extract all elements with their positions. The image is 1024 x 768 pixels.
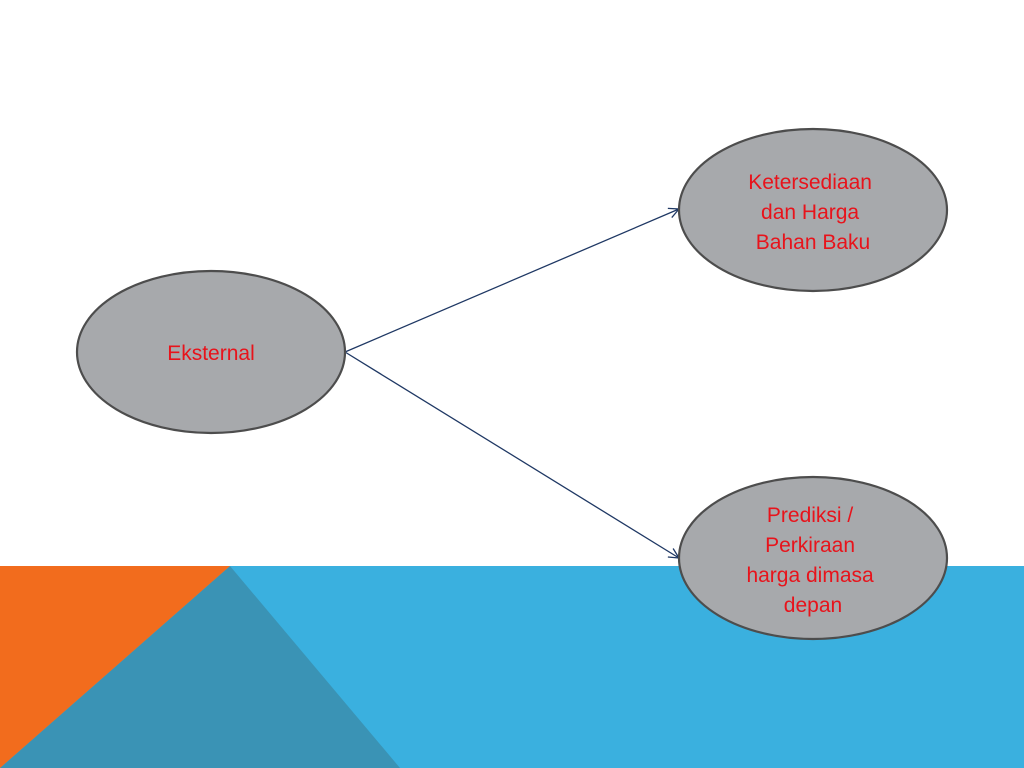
node-prediksi-label: Prediksi / Perkiraan harga dimasa depan (746, 504, 879, 617)
node-eksternal: Eksternal (75, 269, 347, 435)
arrow-to-prediksi (344, 351, 679, 558)
node-prediksi-line-4: depan (784, 594, 842, 617)
node-ketersediaan-line-1: Ketersediaan (748, 171, 872, 194)
node-ketersediaan-shape (677, 127, 949, 293)
band-orange (0, 566, 230, 768)
arrow-to-ketersediaan (344, 209, 679, 353)
node-eksternal-shape (75, 269, 347, 435)
band-teal (0, 566, 400, 768)
node-prediksi-line-1: Prediksi / (767, 504, 854, 527)
node-eksternal-label: Eksternal (167, 342, 255, 365)
node-ketersediaan-line-3: Bahan Baku (756, 231, 870, 254)
node-ketersediaan-line-2: dan Harga (761, 201, 859, 224)
node-prediksi: Prediksi / Perkiraan harga dimasa depan (677, 475, 949, 641)
node-prediksi-line-3: harga dimasa (746, 564, 874, 587)
node-prediksi-shape (677, 475, 949, 641)
node-prediksi-line-2: Perkiraan (765, 534, 855, 557)
node-ketersediaan: Ketersediaan dan Harga Bahan Baku (677, 127, 949, 293)
node-ketersediaan-label: Ketersediaan dan Harga Bahan Baku (748, 171, 878, 254)
node-eksternal-line: Eksternal (167, 342, 255, 365)
